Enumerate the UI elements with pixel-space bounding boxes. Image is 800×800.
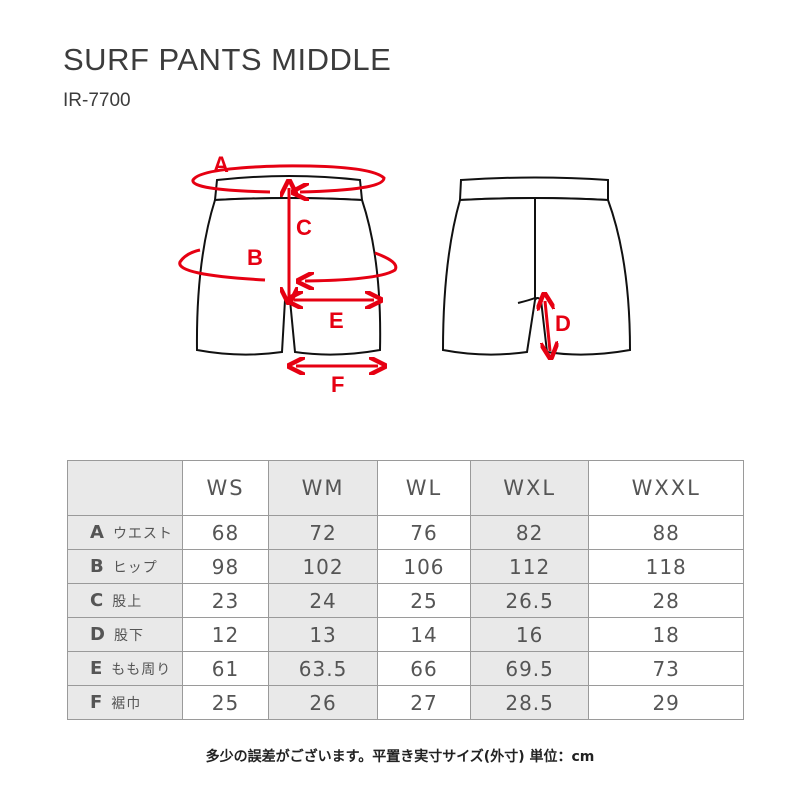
col-header: WL bbox=[377, 460, 471, 516]
row-letter: A bbox=[90, 522, 105, 543]
table-cell: 18 bbox=[588, 617, 744, 652]
table-cell: 98 bbox=[181, 549, 270, 584]
footer-note: 多少の誤差がございます。平置き実寸サイズ(外寸) 単位：cm bbox=[205, 749, 595, 765]
table-cell: 76 bbox=[377, 515, 471, 550]
col-header: WM bbox=[268, 460, 379, 516]
table-cell: 63.5 bbox=[268, 651, 379, 686]
row-label: F 裾巾 bbox=[67, 685, 183, 720]
row-label: D 股下 bbox=[67, 617, 183, 652]
table-cell: 106 bbox=[377, 549, 471, 584]
row-name: ウエスト bbox=[112, 526, 173, 542]
measure-marks bbox=[178, 164, 550, 366]
table-cell: 69.5 bbox=[469, 651, 590, 686]
table-cell: 24 bbox=[268, 583, 379, 618]
row-name: ヒップ bbox=[112, 560, 158, 576]
row-letter: F bbox=[90, 692, 104, 713]
table-cell: 88 bbox=[588, 515, 744, 550]
product-code: IR-7700 bbox=[63, 90, 131, 111]
table-cell: 28 bbox=[588, 583, 744, 618]
label-e: E bbox=[329, 308, 344, 333]
table-cell: 14 bbox=[377, 617, 471, 652]
table-cell: 29 bbox=[588, 685, 744, 720]
table-cell: 25 bbox=[377, 583, 471, 618]
row-label: B ヒップ bbox=[67, 549, 183, 584]
label-b: B bbox=[247, 245, 263, 270]
table-cell: 13 bbox=[268, 617, 379, 652]
table-cell: 61 bbox=[181, 651, 270, 686]
table-cell: 12 bbox=[181, 617, 270, 652]
table-cell: 28.5 bbox=[469, 685, 590, 720]
table-cell: 102 bbox=[268, 549, 379, 584]
col-header: WS bbox=[181, 460, 270, 516]
label-d: D bbox=[555, 311, 571, 336]
row-label: A ウエスト bbox=[67, 515, 183, 550]
row-name: 裾巾 bbox=[111, 696, 142, 712]
label-f: F bbox=[331, 372, 344, 397]
row-label: E もも周り bbox=[67, 651, 183, 686]
page-title: SURF PANTS MIDDLE bbox=[63, 42, 392, 77]
table-cell: 16 bbox=[469, 617, 590, 652]
row-name: 股下 bbox=[113, 628, 144, 644]
table-cell: 73 bbox=[588, 651, 744, 686]
table-cell: 23 bbox=[181, 583, 270, 618]
table-cell: 112 bbox=[469, 549, 590, 584]
row-name: 股上 bbox=[112, 594, 143, 610]
table-cell: 26.5 bbox=[469, 583, 590, 618]
col-header: WXXL bbox=[588, 460, 744, 516]
table-cell: 26 bbox=[268, 685, 379, 720]
corner-cell bbox=[67, 460, 183, 516]
row-letter: D bbox=[90, 624, 106, 645]
col-header: WXL bbox=[469, 460, 590, 516]
row-letter: B bbox=[90, 556, 105, 577]
table-cell: 27 bbox=[377, 685, 471, 720]
table-cell: 118 bbox=[588, 549, 744, 584]
row-name: もも周り bbox=[111, 662, 172, 678]
table-cell: 25 bbox=[181, 685, 270, 720]
back-shorts bbox=[441, 176, 632, 356]
row-label: C 股上 bbox=[67, 583, 183, 618]
table-cell: 68 bbox=[181, 515, 270, 550]
label-a: A bbox=[213, 152, 229, 177]
size-diagram: A B C D E F bbox=[178, 152, 632, 397]
table-cell: 82 bbox=[469, 515, 590, 550]
row-letter: C bbox=[90, 590, 105, 611]
table-cell: 66 bbox=[377, 651, 471, 686]
label-c: C bbox=[296, 215, 312, 240]
row-letter: E bbox=[90, 658, 104, 679]
table-cell: 72 bbox=[268, 515, 379, 550]
table-header-row: WS WM WL WXL WXXL bbox=[67, 460, 744, 516]
